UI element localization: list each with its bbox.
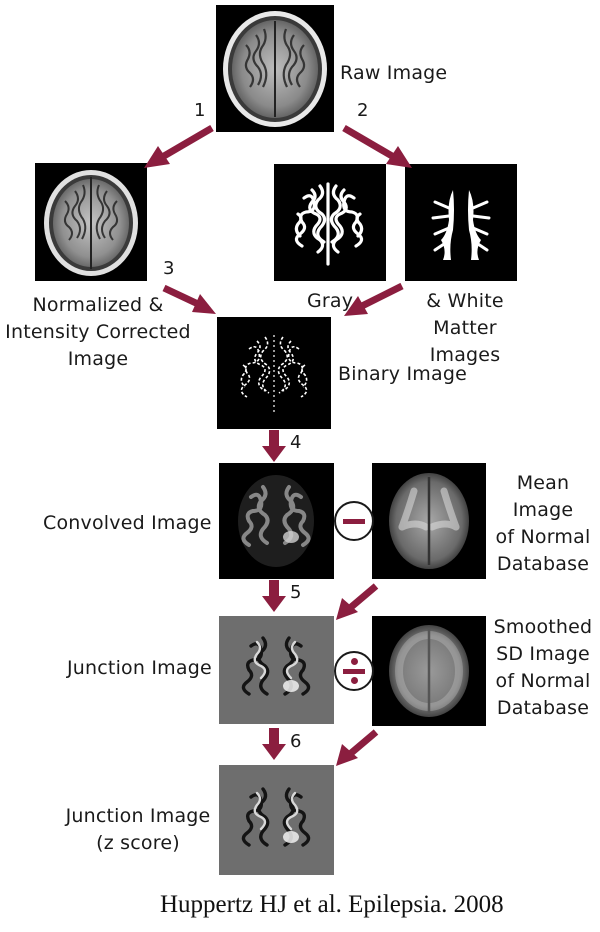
junction-image-panel (219, 616, 334, 724)
divide-icon (334, 651, 374, 691)
zscore-image-label: Junction Image (z score) (65, 805, 211, 854)
citation: Huppertz HJ et al. Epilepsia. 2008 (160, 891, 504, 918)
normalized-image-label: Normalized & Intensity Corrected Image (5, 294, 191, 370)
convolved-image-panel (219, 463, 334, 579)
raw-image-label: Raw Image (340, 62, 448, 84)
mean-image-label: Mean Image of Normal Database (495, 472, 591, 575)
junction-image-label: Junction Image (67, 657, 212, 679)
step-3: 3 (163, 258, 175, 279)
step-2: 2 (357, 100, 369, 121)
white-matter-panel (405, 164, 517, 281)
mean-image-panel (372, 463, 486, 579)
step-4: 4 (290, 432, 302, 453)
arrow-gray-white (344, 282, 404, 316)
arrow-sd-zscore (336, 729, 379, 766)
arrow-4 (262, 430, 286, 462)
zscore-image-panel (219, 765, 334, 875)
arrow-5 (262, 580, 286, 612)
arrow-1 (144, 124, 214, 168)
white-matter-label: & White Matter Images (426, 290, 504, 366)
arrow-mean-junction (336, 583, 379, 620)
step-5: 5 (290, 582, 302, 603)
arrow-2 (342, 124, 412, 168)
step-1: 1 (194, 100, 206, 121)
convolved-image-label: Convolved Image (43, 512, 212, 534)
arrow-6 (262, 728, 286, 760)
arrow-3 (162, 284, 216, 314)
raw-image-panel (216, 5, 334, 132)
binary-image-label: Binary Image (338, 363, 467, 385)
gray-label: Gray (307, 290, 354, 312)
sd-image-label: Smoothed SD Image of Normal Database (493, 616, 593, 719)
minus-icon (334, 501, 374, 541)
step-6: 6 (290, 731, 302, 752)
sd-image-panel (372, 616, 486, 726)
normalized-image-panel (35, 163, 147, 281)
gray-matter-panel (274, 164, 386, 281)
binary-image-panel (217, 317, 331, 429)
